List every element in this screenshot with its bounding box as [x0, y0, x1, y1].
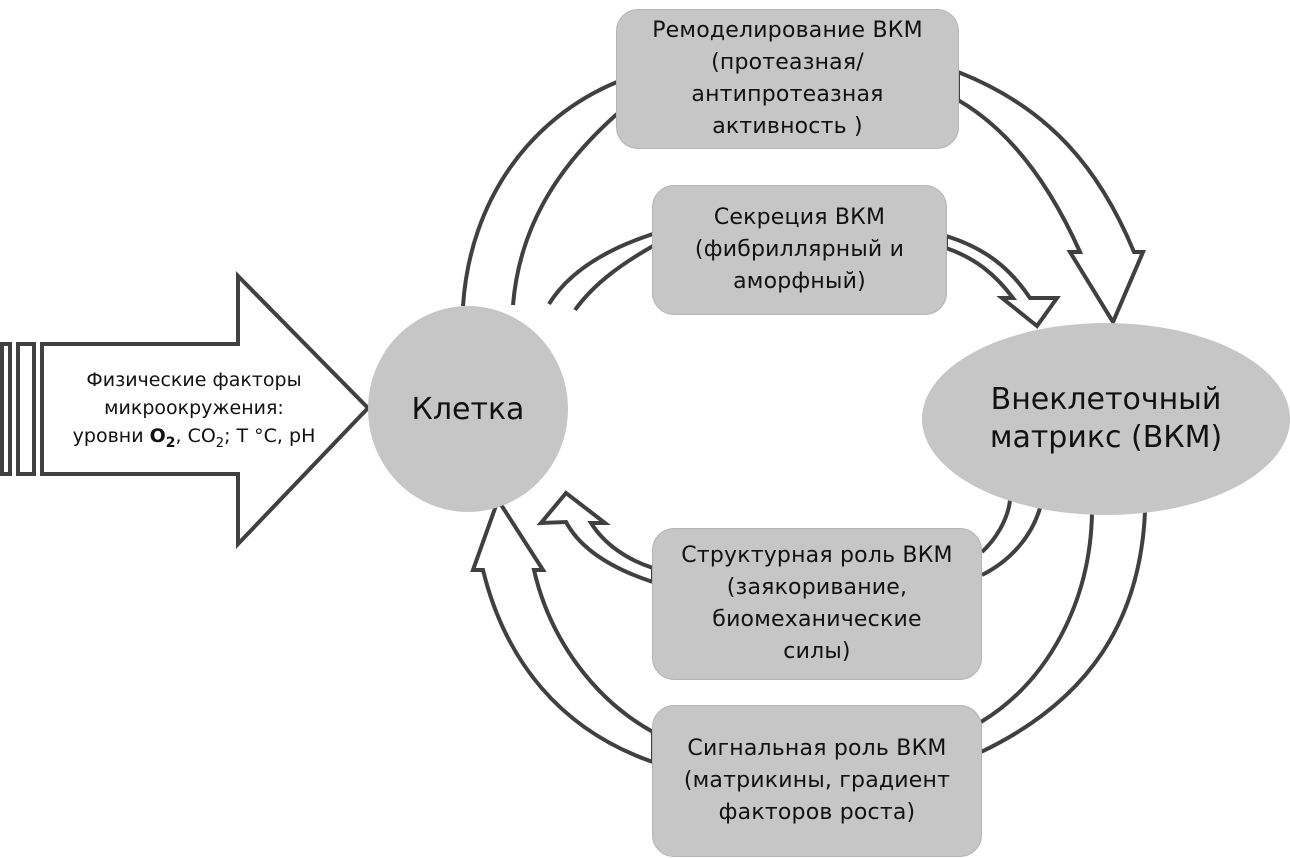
- signaling-line-2: (матрикины, градиент: [683, 768, 951, 793]
- physical-factors-line-3: уровни O2, CO2; T °C, pH: [44, 422, 344, 450]
- process-box-structural: Структурная роль ВКМ (заякоривание, биом…: [652, 528, 982, 680]
- secretion-band-left-inner: [573, 244, 654, 312]
- signaling-line-1: Сигнальная роль ВКМ: [687, 736, 947, 761]
- structural-band-right-inner: [981, 507, 1042, 577]
- secretion-arrow-to-ecm: [944, 233, 1061, 329]
- o2-symbol: O: [149, 425, 166, 447]
- structural-band-right-outer: [980, 499, 1012, 554]
- physical-factors-line-1: Физические факторы: [86, 369, 302, 391]
- physical-factors-arrow: [40, 271, 371, 549]
- co2-symbol: , CO: [175, 425, 216, 447]
- process-box-signaling: Сигнальная роль ВКМ (матрикины, градиент…: [652, 705, 982, 857]
- structural-line-1: Структурная роль ВКМ: [681, 543, 953, 568]
- physical-factors-label: Физические факторы микроокружения: уровн…: [44, 366, 344, 450]
- o2-label: O2: [149, 425, 176, 450]
- arrow-tail-stripe-2: [16, 342, 36, 476]
- cell-node: Клетка: [368, 306, 568, 512]
- temp-ph-text: ; T °C, pH: [224, 425, 316, 447]
- cell-label: Клетка: [411, 391, 525, 427]
- co2-subscript: 2: [215, 435, 225, 451]
- physical-factors-line-2: микроокружения:: [104, 397, 284, 419]
- ecm-label-line-1: Внеклеточный: [990, 382, 1222, 417]
- remodeling-line-4: активность ): [712, 114, 863, 139]
- remodeling-line-3: антипротеазная: [691, 82, 884, 107]
- remodeling-line-1: Ремоделирование ВКМ: [652, 18, 923, 43]
- secretion-line-3: аморфный): [733, 269, 866, 294]
- levels-text: уровни: [72, 425, 150, 447]
- structural-line-3: биомеханические: [712, 607, 922, 632]
- signaling-band-right-outer: [979, 513, 1094, 724]
- structural-line-2: (заякоривание,: [726, 575, 908, 600]
- remodeling-band-left-inner: [511, 112, 619, 306]
- signaling-line-3: факторов роста): [718, 800, 916, 825]
- signaling-arrow-to-cell: [470, 495, 655, 765]
- secretion-line-2: (фибриллярный и: [694, 237, 905, 262]
- process-box-secretion: Секреция ВКМ (фибриллярный и аморфный): [652, 185, 947, 315]
- remodeling-band-left-outer: [461, 80, 618, 307]
- remodeling-line-2: (протеазная/: [711, 50, 864, 75]
- secretion-line-1: Секреция ВКМ: [713, 205, 886, 230]
- structural-line-4: силы): [783, 639, 851, 664]
- structural-arrow-to-cell: [536, 490, 655, 585]
- o2-subscript: 2: [165, 434, 176, 451]
- arrow-tail-stripe-1: [0, 342, 12, 476]
- remodeling-arrow-to-ecm: [956, 69, 1147, 327]
- secretion-band-left-outer: [547, 232, 654, 306]
- process-box-remodeling: Ремоделирование ВКМ (протеазная/ антипро…: [616, 9, 959, 149]
- ecm-node: Внеклеточный матрикс (ВКМ): [922, 323, 1290, 515]
- ecm-label-line-2: матрикс (ВКМ): [989, 420, 1223, 455]
- signaling-band-right-inner: [980, 511, 1147, 754]
